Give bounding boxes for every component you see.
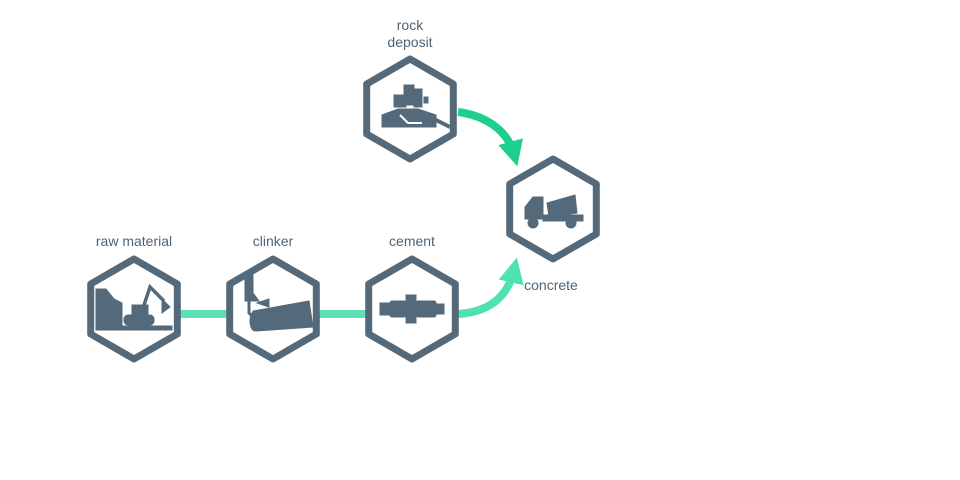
quarry-plant-icon — [381, 84, 451, 129]
mill-icon — [379, 294, 445, 324]
mixer-truck-icon — [524, 194, 584, 229]
node-rock-deposit[interactable] — [363, 55, 457, 163]
label-cement: cement — [389, 233, 435, 249]
excavator-icon — [95, 283, 173, 331]
node-concrete[interactable] — [506, 155, 600, 263]
kiln-icon — [244, 272, 314, 332]
arrow-cement-to-concrete — [457, 257, 524, 318]
label-rock-deposit: rock deposit — [387, 17, 433, 50]
label-raw-material: raw material — [95, 233, 173, 249]
node-raw-material[interactable] — [87, 255, 181, 363]
node-cement[interactable] — [365, 255, 459, 363]
arrow-rock-to-concrete — [457, 108, 523, 167]
node-clinker[interactable] — [226, 255, 320, 363]
label-clinker: clinker — [252, 233, 294, 249]
label-concrete: concrete — [524, 277, 578, 293]
